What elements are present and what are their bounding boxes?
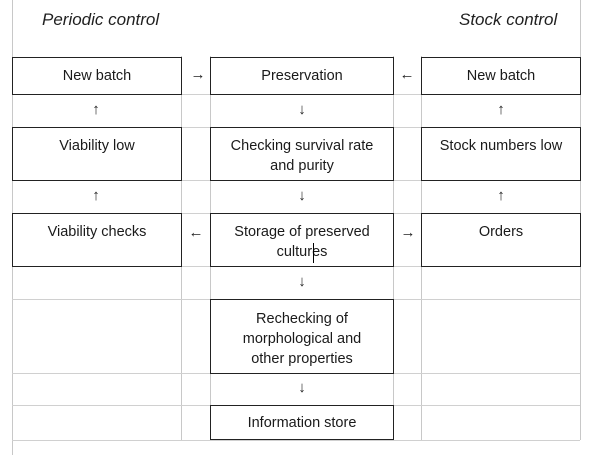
box-stock-numbers-low: Stock numbers low xyxy=(421,127,581,181)
text-cursor xyxy=(313,243,314,263)
header-stock-control: Stock control xyxy=(459,10,558,29)
arrow-left: ← xyxy=(188,224,204,241)
arrow-up: ↑ xyxy=(497,187,505,204)
arrow-up: ↑ xyxy=(92,187,100,204)
arrow-down: ↓ xyxy=(298,187,306,204)
box-rechecking: Rechecking of morphological and other pr… xyxy=(210,299,394,374)
box-new-batch-right: New batch xyxy=(421,57,581,95)
arrow-down: ↓ xyxy=(298,101,306,118)
box-storage-preserved: Storage of preserved cultures xyxy=(210,213,394,267)
arrow-left: ← xyxy=(399,66,415,83)
arrow-right: → xyxy=(190,66,206,83)
arrow-up: ↑ xyxy=(497,101,505,118)
box-orders: Orders xyxy=(421,213,581,267)
box-viability-checks: Viability checks xyxy=(12,213,182,267)
header-periodic-control: Periodic control xyxy=(42,10,160,29)
arrow-down: ↓ xyxy=(298,273,306,290)
grid-line xyxy=(12,440,580,441)
arrow-up: ↑ xyxy=(92,101,100,118)
arrow-right: → xyxy=(400,224,416,241)
box-new-batch-left: New batch xyxy=(12,57,182,95)
box-checking-survival: Checking survival rate and purity xyxy=(210,127,394,181)
box-information-store: Information store xyxy=(210,405,394,440)
arrow-down: ↓ xyxy=(298,379,306,396)
box-preservation: Preservation xyxy=(210,57,394,95)
box-viability-low: Viability low xyxy=(12,127,182,181)
